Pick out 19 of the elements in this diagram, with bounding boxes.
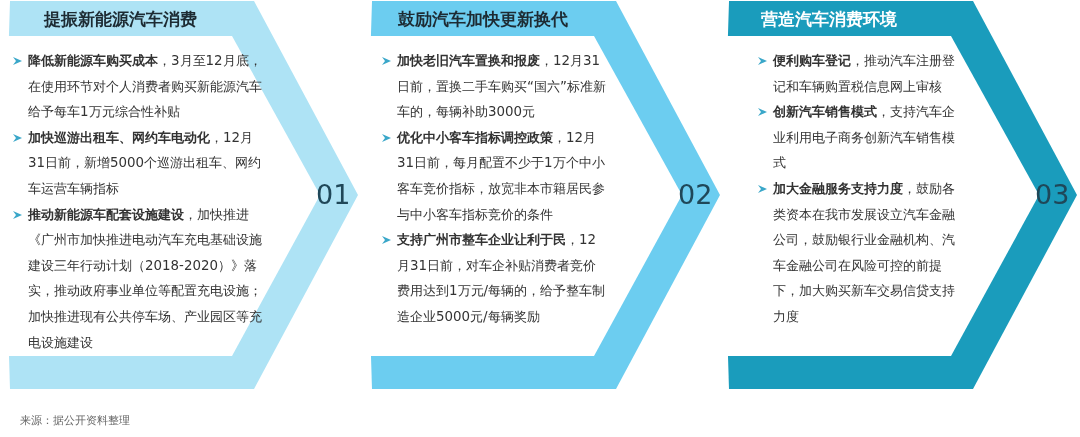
chevron-panel: [4, 0, 360, 390]
chevron-panel: [723, 0, 1079, 390]
bullet-text: 加大金融服务支持力度，鼓励各类资本在我市发展设立汽车金融公司，鼓励银行业金融机构、汽车金融公司在风险可控的前提下，加大购买新车交易信贷支持力度: [773, 179, 956, 326]
bullet-text: 便利购车登记，推动汽车注册登记和车辆购置税信息网上审核: [773, 52, 956, 96]
panel-heading: 鼓励汽车加快更新换代: [398, 8, 568, 31]
bullet-text: 推动新能源车配套设施建设，加快推进《广州市加快推进电动汽车充电基础设施建设三年行动计划（2018-2020）》落实，推动政府事业单位等配置充电设施；加快推进现有公共停车场、产业园区等充电设施建设: [28, 205, 263, 352]
bullet-text: 降低新能源车购买成本，3月至12月底，在使用环节对个人消费者购买新能源汽车给予每车1万元综合性补贴: [28, 52, 263, 122]
panel-heading: 营造汽车消费环境: [761, 8, 897, 31]
bullet-text: 创新汽车销售模式，支持汽车企业利用电子商务创新汽车销售模式: [773, 103, 956, 173]
bullet-text: 加快老旧汽车置换和报废，12月31日前，置换二手车购买“国六”标准新车的，每辆补助3000元: [397, 52, 607, 122]
panel-heading: 提振新能源汽车消费: [44, 8, 197, 31]
step-number: 02: [678, 180, 713, 210]
bullet-text: 加快巡游出租车、网约车电动化，12月31日前，新增5000个巡游出租车、网约车运营车辆指标: [28, 128, 263, 198]
chevron-panel: [366, 0, 722, 390]
step-number: 03: [1035, 180, 1070, 210]
step-number: 01: [316, 180, 351, 210]
bullet-text: 支持广州市整车企业让利于民，12月31日前，对车企补贴消费者竞价费用达到1万元/每辆的，给予整车制造企业5000元/每辆奖励: [397, 231, 607, 326]
bullet-text: 优化中小客车指标调控政策，12月31日前，每月配置不少于1万个中小客车竞价指标，放宽非本市籍居民参与中小客车指标竞价的条件: [397, 128, 606, 224]
source-note: 来源：据公开资料整理: [20, 413, 130, 428]
